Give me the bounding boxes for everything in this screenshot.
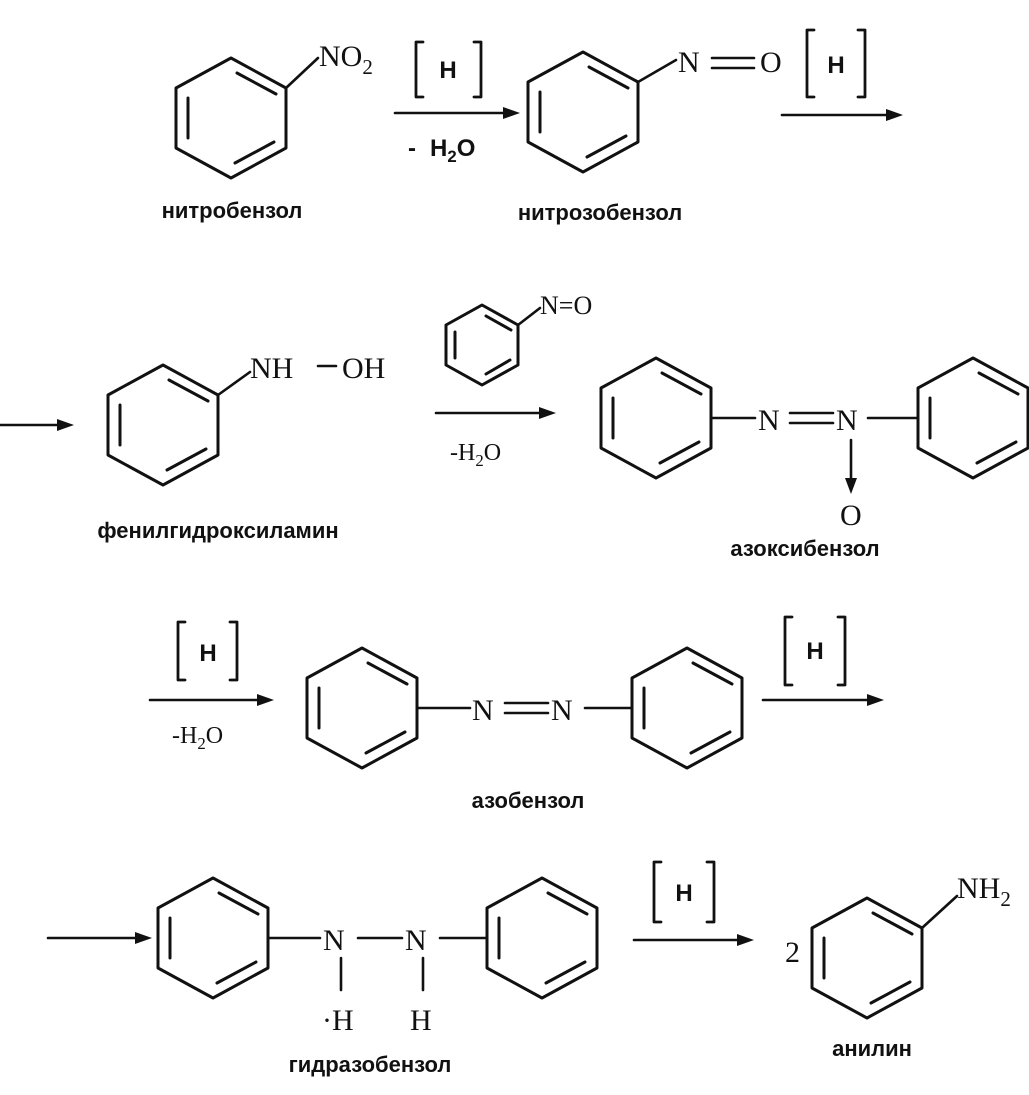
reductant-bracket-3: H (176, 620, 239, 682)
arrowhead-1 (503, 107, 520, 119)
arrowhead-5 (867, 694, 884, 706)
hydrazo-h2-label: H (410, 1004, 432, 1037)
azo-n2-label: N (551, 694, 573, 727)
azoxy-n2-label: N (836, 404, 858, 437)
aniline-coefficient: 2 (785, 936, 800, 969)
nitrobenzene-name: нитробензол (162, 198, 303, 223)
reagent-nitroso-label: N=O (540, 291, 592, 320)
aniline-ring (810, 896, 924, 1020)
reductant-label-1: H (439, 57, 456, 84)
azoxybenzene-name: азоксибензол (730, 536, 879, 561)
nitroso-bond (636, 58, 678, 84)
aniline-name: анилин (832, 1036, 912, 1061)
reagent-nitroso-bond (516, 306, 542, 327)
hydrazo-n1-label: N (323, 924, 345, 957)
hydrazo-n2-label: N (405, 924, 427, 957)
reductant-bracket-1: H (414, 40, 483, 99)
reductant-bracket-4: H (783, 615, 847, 687)
reductant-label-2: H (827, 52, 844, 79)
azobenzene-right-ring (630, 646, 744, 770)
azobenzene-name: азобензол (472, 788, 585, 813)
azoxybenzene-left-ring (599, 356, 713, 480)
azobenzene-left-ring (305, 646, 419, 770)
hydrazobenzene-right-ring (485, 876, 599, 1000)
phenylhydroxylamine-name: фенилгидроксиламин (97, 518, 338, 543)
azoxy-coordinate-arrowhead (845, 478, 857, 494)
aniline-amine-label: NH2 (957, 872, 1011, 911)
reductant-bracket-5: H (652, 860, 716, 924)
hydroxylamine-bond (216, 370, 252, 397)
nitro-group-label: NO2 (319, 40, 373, 79)
phenylhydroxylamine-ring (106, 363, 220, 487)
continuation-arrowhead-2 (135, 932, 152, 944)
aniline-amine-bond (920, 894, 959, 930)
nitrobenzene-ring (174, 56, 288, 180)
reductant-label-3: H (199, 640, 216, 667)
arrowhead-3 (539, 407, 556, 419)
nitroso-o-label: O (760, 46, 782, 79)
nitrosobenzene-ring (526, 50, 640, 174)
reductant-label-5: H (675, 880, 692, 907)
nh-label: NH (250, 352, 293, 385)
hydrazo-h1-label: ·H (322, 1004, 354, 1037)
reagent-nitrosobenzene-ring (444, 303, 520, 387)
azoxybenzene-right-ring (916, 356, 1029, 480)
nitrosobenzene-name: нитрозобензол (518, 200, 682, 225)
water-loss-label-3: -H2O (172, 723, 223, 753)
azo-n1-label: N (472, 694, 494, 727)
azoxy-n1-label: N (758, 404, 780, 437)
reductant-label-4: H (806, 638, 823, 665)
azoxy-o-label: O (840, 499, 862, 532)
continuation-arrowhead-1 (57, 419, 74, 431)
arrowhead-6 (737, 934, 754, 946)
nitro-bond (284, 56, 320, 90)
arrowhead-2 (886, 109, 903, 121)
water-loss-label-2: -H2O (450, 440, 501, 470)
hydrazobenzene-name: гидразобензол (289, 1052, 452, 1077)
oh-label: OH (342, 352, 385, 385)
arrowhead-4 (257, 694, 274, 706)
reductant-bracket-2: H (805, 28, 867, 99)
hydrazobenzene-left-ring (156, 876, 270, 1000)
nitroso-n-label: N (678, 46, 700, 79)
water-loss-label-1: -H2O (408, 135, 475, 166)
